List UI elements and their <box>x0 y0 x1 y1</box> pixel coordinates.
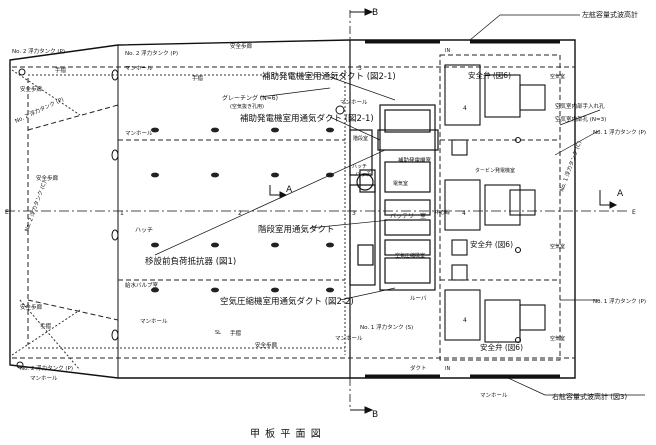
safety-valve-1-label: 安全弁 (図6) <box>468 70 511 80</box>
duct-air-comp-label: 空気圧縮機室用通気ダクト (図2-2) <box>220 296 354 307</box>
manhole-symbols <box>16 68 345 369</box>
manhole-label-4: マンホール <box>140 318 168 325</box>
leader-lines <box>154 14 645 396</box>
aux-gen-room-label: 補助発電機室 <box>398 156 432 164</box>
stair-room-label: 階段室 <box>353 135 368 142</box>
handrail-label-4: 手摺 <box>230 329 242 337</box>
tank-c1-right-label: No. 1 浮力タンク (C) <box>557 140 583 193</box>
louver-label: ルーバ <box>410 295 427 302</box>
grid-number-3-bot: 3 <box>352 210 356 217</box>
centerline-label: 中心線 <box>435 209 450 216</box>
grid-letter-e-right: E <box>632 209 636 216</box>
hatch-label-2: ハッチ <box>355 171 372 178</box>
port-wave-gauge-label: 左舷容量式波高計 <box>582 10 638 19</box>
central-machinery-block <box>349 104 439 291</box>
in-mark-1: IN <box>445 48 450 54</box>
duct-small-label: ダクト <box>410 364 427 372</box>
duct-stair-label: 階段室用通気ダクト <box>258 224 335 235</box>
air-comp-room-label: 空気圧縮機室 <box>395 252 425 259</box>
handrail-label-1: 手摺 <box>55 66 67 74</box>
air-chamber-2-label: 空気室 <box>550 243 565 250</box>
handrail-label-3: 手摺 <box>40 322 52 330</box>
tank-p2-top2-label: No. 2 浮力タンク (P) <box>125 49 178 57</box>
manhole-label-1: マンホール <box>125 65 153 72</box>
manhole-label-3: マンホール <box>340 99 368 106</box>
turbine-room-label: タービン発電機室 <box>475 167 515 174</box>
small-hatch-label: ハッチ <box>352 164 367 170</box>
right-dashed-frame <box>439 54 561 361</box>
section-mark-b-bottom: B <box>372 410 378 420</box>
tank-p1-bottom-label: No. 1 浮力タンク (P) <box>593 297 646 305</box>
grid-number-1-left: 1 <box>120 210 124 217</box>
tank-c2-left-label: No. 2 浮力タンク (C) <box>22 180 48 233</box>
drawing-caption: 甲 板 平 面 図 <box>250 427 322 440</box>
grid-number-4-mid: 4 <box>462 210 466 217</box>
manhole-label-6: マンホール <box>480 392 508 399</box>
duct-aux-gen-top-label: 補助発電機室用通気ダクト (図2-1) <box>262 71 396 82</box>
tank-p2-top-label: No. 2 浮力タンク (P) <box>12 47 65 55</box>
in-mark-2: IN <box>445 366 450 372</box>
section-mark-b-top: B <box>372 8 378 18</box>
duct-aux-gen-mid-label: 補助発電機室用通気ダクト (図2-1) <box>240 113 374 124</box>
air-chamber-1-label: 空気室 <box>550 73 565 80</box>
safety-valve-3-label: 安全弁 (図6) <box>480 342 523 352</box>
handrail-label-2: 手摺 <box>192 74 204 82</box>
tank-p2-left-label: No. 2 浮力タンク (P) <box>13 95 64 125</box>
grating-label: グレーチング (N=6) <box>222 94 278 102</box>
battery-room-label: バッテリー室 <box>390 212 426 220</box>
walkway-label-3: 安全歩廊 <box>20 303 43 311</box>
valve-room-label: 給水バルブ室 <box>125 281 159 289</box>
turbine-units <box>444 64 546 344</box>
manhole-label-5: マンホール <box>30 375 58 382</box>
air-chamber-hole-label: 空気室内部孔 (N=3) <box>555 115 606 123</box>
grid-number-4-top: 4 <box>463 105 467 112</box>
walkway-label-2: 安全歩廊 <box>36 174 59 182</box>
section-mark-a-left: A <box>286 185 293 195</box>
air-chamber-hand-label: 空気室内部手入れ孔 <box>555 102 605 110</box>
hatch-label-1: ハッチ <box>135 227 153 234</box>
tank-p1-right-label: No. 1 浮力タンク (P) <box>593 128 646 136</box>
deck-dots <box>151 127 334 293</box>
grid-number-3-top: 3 <box>358 65 362 72</box>
section-mark-a-right: A <box>617 189 624 199</box>
section-arrows <box>269 8 618 414</box>
grid-number-2-mid: 2 <box>238 210 242 217</box>
hull-outline <box>5 10 630 410</box>
walkway-label-1: 安全歩廊 <box>20 85 43 93</box>
tank-p2-bottom-label: No. 2 浮力タンク (P) <box>20 364 73 372</box>
walkway-label-5: 安全歩廊 <box>255 341 278 349</box>
tank-s1-bottom-label: No. 1 浮力タンク (S) <box>360 323 413 331</box>
sl-mark: SL <box>215 330 221 336</box>
stbd-wave-gauge-label: 右舷容量式波高計 (図3) <box>552 392 627 401</box>
grating-sub-label: (空気抜き孔用) <box>230 103 264 110</box>
manhole-label-7: マンホール <box>335 335 363 342</box>
walkway-label-4: 安全歩廊 <box>230 42 253 50</box>
air-chamber-3-label: 空気室 <box>550 335 565 342</box>
grid-number-4-bot: 4 <box>463 317 467 324</box>
load-resistor-label: 移設前負荷抵抗器 (図1) <box>145 256 236 267</box>
grid-letter-e-left: E <box>5 209 9 216</box>
electric-room-label: 電気室 <box>393 180 408 187</box>
manhole-label-2: マンホール <box>125 130 153 137</box>
safety-valve-2-label: 安全弁 (図6) <box>470 239 513 249</box>
